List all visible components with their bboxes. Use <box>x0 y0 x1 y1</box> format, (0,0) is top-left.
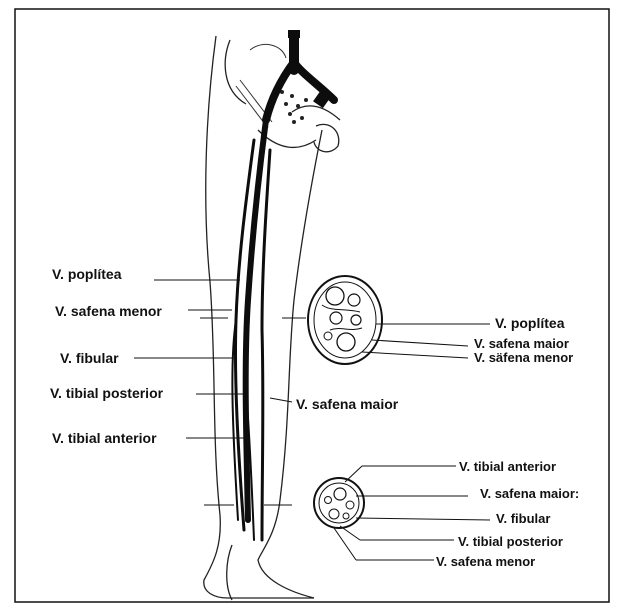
label-calf-safena-menor: V. safena menor <box>436 555 535 568</box>
label-leg-fibular: V. fibular <box>60 351 119 365</box>
label-leg-tibial-anterior: V. tibial anterior <box>52 431 157 445</box>
calf-cross-section <box>314 478 364 528</box>
label-calf-fibular: V. fibular <box>496 512 550 525</box>
label-thigh-safena-menor: V. säfena menor <box>474 351 573 364</box>
label-calf-safena-maior: V. safena maior: <box>480 487 579 500</box>
label-leg-safena-menor: V. safena menor <box>55 304 162 318</box>
label-thigh-safena-maior: V. safena maior <box>474 337 569 350</box>
thigh-cross-section <box>308 276 382 364</box>
label-calf-tibial-posterior: V. tibial posterior <box>458 535 563 548</box>
label-thigh-poplitea: V. poplítea <box>495 316 565 330</box>
label-leg-safena-maior: V. safena maior <box>296 397 398 411</box>
label-leg-poplitea: V. poplítea <box>52 267 122 281</box>
label-leg-tibial-posterior: V. tibial posterior <box>50 386 163 400</box>
vein-cap-right <box>288 30 300 38</box>
label-calf-tibial-anterior: V. tibial anterior <box>459 460 556 473</box>
